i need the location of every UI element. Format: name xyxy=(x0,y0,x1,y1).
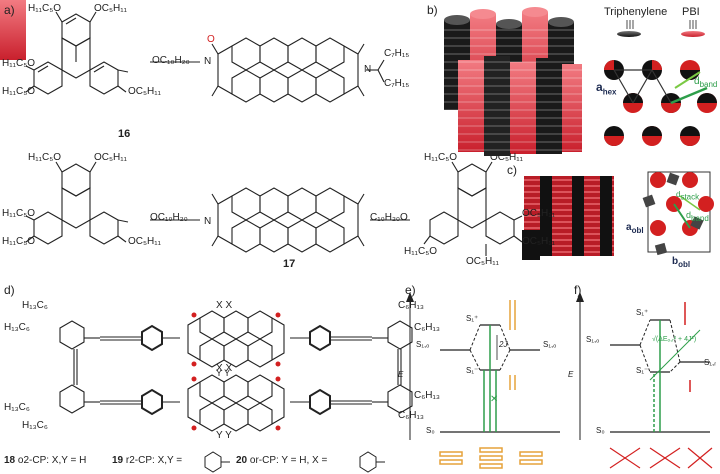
c16-mid-left-substituent: H₁₁C₅O xyxy=(2,58,35,69)
caption-19: 19 r2-CP: X,Y = xyxy=(112,455,183,466)
c16-bot-right-substituent: OC₅H₁₁ xyxy=(128,86,161,97)
panel-label-a: a) xyxy=(4,3,15,17)
c16-tail-top: C₇H₁₅ xyxy=(384,48,410,59)
panel-d-carbonyls xyxy=(191,312,281,431)
d-h13c6-bot: H₁₃C₆ xyxy=(4,402,30,413)
c17-right-top-left-substituent: H₁₁C₅O xyxy=(424,152,457,163)
c16-imide-n-left: N xyxy=(204,56,212,67)
d-x-bot: X X xyxy=(216,363,233,374)
c17-bot-right-substituent: OC₅H₁₁ xyxy=(128,236,161,247)
c16-tail-bot: C₇H₁₅ xyxy=(384,78,410,89)
c17-imide-n: N xyxy=(204,216,212,227)
d-c6h13-bot-right: C₆H₁₃ xyxy=(414,390,440,401)
d-x-top: X X xyxy=(216,300,233,311)
panel-label-f: f) xyxy=(574,283,582,297)
c17-bot-left-substituent: H₁₁C₅O xyxy=(2,236,35,247)
e-s1-plus: S₁⁺ xyxy=(466,314,479,323)
e-s1o-right: S₁,ₒ xyxy=(543,340,557,349)
d-band-c-label: dband xyxy=(686,210,709,223)
panel-f-diagram xyxy=(576,292,713,469)
compound-17-structure xyxy=(25,161,523,256)
d-c6h13-bot-right2: C₆H₁₃ xyxy=(398,410,424,421)
compound-16-number: 16 xyxy=(118,128,131,140)
panel-b-hex-lattice xyxy=(604,60,717,146)
panel-e-diagram xyxy=(406,292,560,469)
c17-right-mid-right-substituent: OC₅H₁₁ xyxy=(522,208,555,219)
f-s1o: S₁,ₒ xyxy=(586,335,600,344)
d-h13c6-bot2: H₁₃C₆ xyxy=(22,420,48,431)
a-hex-label: ahex xyxy=(596,80,617,97)
c17-top-left-substituent: H₁₁C₅O xyxy=(28,152,61,163)
b-obl-label: bobl xyxy=(672,256,691,269)
c16-carbonyl-o: O xyxy=(207,34,215,45)
compound-16-structure xyxy=(25,11,129,95)
c16-bot-left-substituent: H₁₁C₅O xyxy=(2,86,35,97)
f-s1-plus: S₁⁺ xyxy=(636,308,649,317)
panel-b-stacks xyxy=(0,0,582,156)
panel-d-caption-groups xyxy=(204,451,385,473)
panel-label-b: b) xyxy=(427,3,438,17)
c16-imide-n-right: N xyxy=(364,64,372,75)
c17-right-bot-left-substituent: H₁₁C₅O xyxy=(404,246,437,257)
f-s0: S₀ xyxy=(596,426,605,435)
c17-right-bot-right-substituent: OC₅H₁₁ xyxy=(522,236,555,247)
c16-top-left-substituent: H₁₁C₅O xyxy=(28,3,61,14)
legend-pbi: PBI xyxy=(682,6,700,18)
legend-triphenylene: Triphenylene xyxy=(604,6,668,18)
caption-20: 20 or-CP: Y = H, X = xyxy=(236,455,328,466)
d-h13c6-top2: H₁₃C₆ xyxy=(4,322,30,333)
f-formula: √(ΔEₒ,ᵣ² + 4J²) xyxy=(652,336,697,343)
panel-label-d: d) xyxy=(4,283,15,297)
panel-label-e: e) xyxy=(405,283,416,297)
d-y-bot: Y Y xyxy=(216,430,232,441)
c17-mid-left-substituent: H₁₁C₅O xyxy=(2,208,35,219)
e-two-j: 2J xyxy=(499,340,508,349)
e-s1o-left: S₁,ₒ xyxy=(416,340,430,349)
panel-c-stacks xyxy=(522,176,614,260)
c17-right-top-right-substituent: OC₅H₁₁ xyxy=(490,152,523,163)
e-forbidden-cross: ✕ xyxy=(490,394,499,405)
e-energy-axis: E xyxy=(398,370,404,379)
c16-linker: OC₁₀H₂₀ xyxy=(152,55,190,66)
e-s1-minus: S₁⁻ xyxy=(466,366,479,375)
panel-c-oblique-lattice xyxy=(642,171,714,256)
d-c6h13-top-right: C₆H₁₃ xyxy=(398,300,424,311)
d-y-top: Y Y xyxy=(216,368,231,378)
compound-16-pbi xyxy=(150,37,385,103)
a-obl-label: aobl xyxy=(626,222,644,235)
e-s0: S₀ xyxy=(426,426,435,435)
f-s1-minus: S₁⁻ xyxy=(636,366,649,375)
c17-top-right-substituent: OC₅H₁₁ xyxy=(94,152,127,163)
f-s1r: S₁,ᵣ xyxy=(704,358,717,367)
c17-linker-left: OC₁₀H₂₀ xyxy=(150,212,188,223)
c16-top-right-substituent: OC₅H₁₁ xyxy=(94,3,127,14)
panel-label-c: c) xyxy=(507,163,517,177)
caption-18: 18 o2-CP: X,Y = H xyxy=(4,455,87,466)
c17-linker-right: C₁₀H₂₀O xyxy=(370,212,408,223)
d-c6h13-top-right2: C₆H₁₃ xyxy=(414,322,440,333)
panel-d-structure xyxy=(59,310,413,432)
d-h13c6-top: H₁₃C₆ xyxy=(22,300,48,311)
d-band-label: dband xyxy=(694,76,718,89)
d-stack-label: dstack xyxy=(676,190,700,202)
f-energy-axis: E xyxy=(568,370,574,379)
compound-17-number: 17 xyxy=(283,258,296,270)
panel-b-legend-discs xyxy=(617,20,705,37)
c17-right-bot-mid-substituent: OC₅H₁₁ xyxy=(466,256,499,267)
